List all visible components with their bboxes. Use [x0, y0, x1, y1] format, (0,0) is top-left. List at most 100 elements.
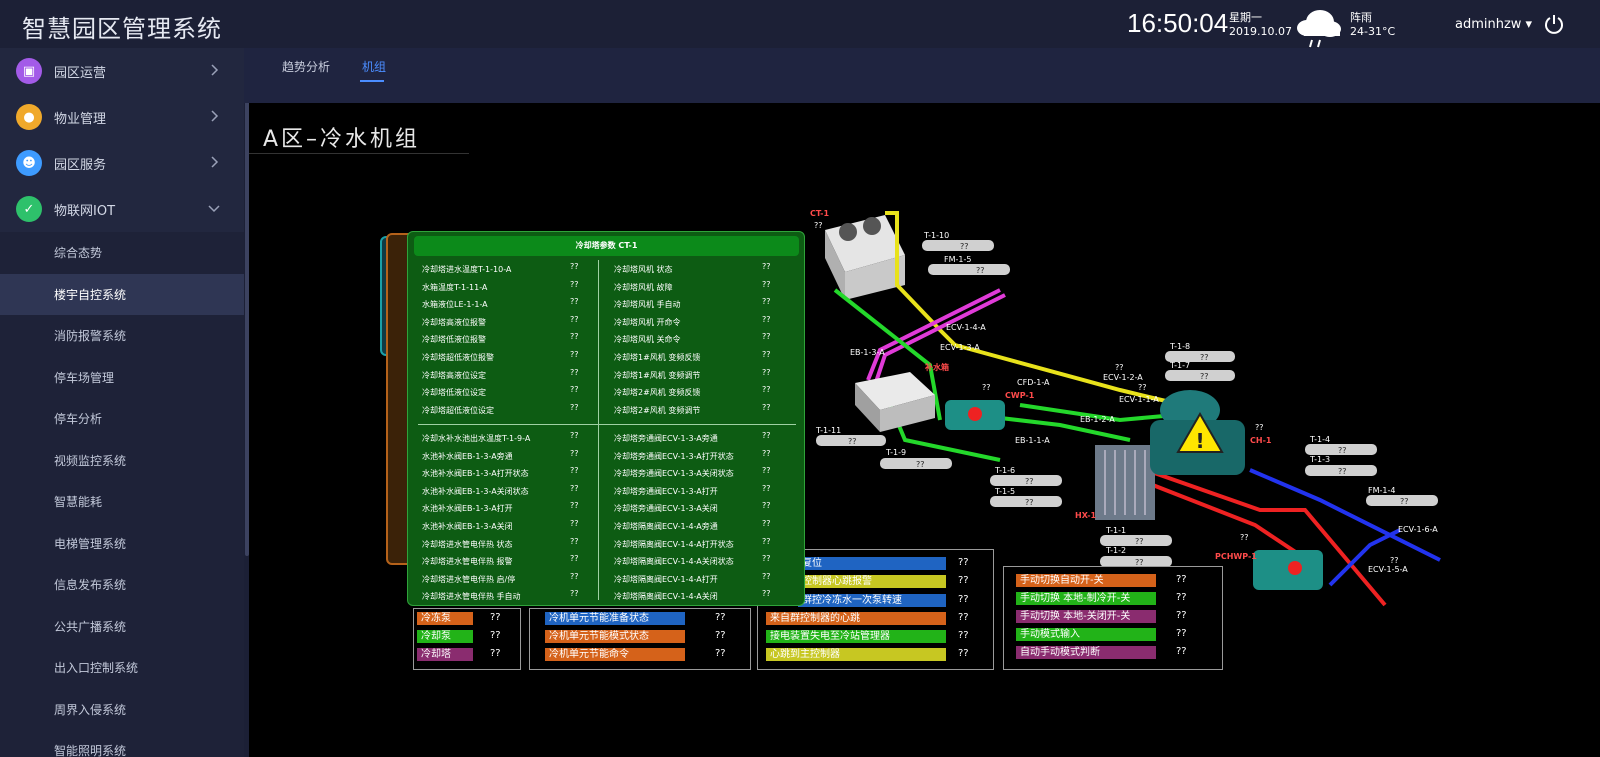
legend-pumps: 冷冻泵 ?? 冷却泵 ?? 冷却塔 ?? — [413, 608, 521, 670]
panel-param-value: ?? — [762, 402, 771, 412]
panel-param-label: 冷却水补水池出水温度T-1-9-A — [422, 434, 531, 443]
sidebar-item-parking-analysis[interactable]: 停车分析 — [0, 398, 244, 440]
svg-text:T-1-1: T-1-1 — [1105, 526, 1126, 535]
svg-text:??: ?? — [976, 266, 985, 275]
legend-item: 手动模式输入 — [1016, 628, 1156, 641]
svg-text:T-1-10: T-1-10 — [923, 231, 949, 240]
legend-item: 手动切换 本地-制冷开-关 — [1016, 592, 1156, 605]
svg-text:??: ?? — [1338, 446, 1347, 455]
panel-param-value: ?? — [570, 536, 579, 546]
svg-text:??: ?? — [1025, 498, 1034, 507]
panel-param-value: ?? — [762, 501, 771, 511]
panel-param-label: 冷却塔旁通阀ECV-1-3-A关闭 — [614, 504, 718, 514]
svg-text:??: ?? — [1138, 383, 1147, 392]
panel-param-label: 冷却塔低液位报警 — [422, 335, 486, 345]
sidebar-scrollbar[interactable] — [245, 48, 249, 556]
pipe-red — [1139, 466, 1387, 607]
panel-param-label: 水池补水阀EB-1-3-A关闭状态 — [422, 486, 529, 496]
panel-param-label: 冷却塔2#风机 变频调节 — [614, 405, 701, 415]
panel-param-value: ?? — [570, 466, 579, 476]
svg-text:ECV-1-6-A: ECV-1-6-A — [1398, 525, 1438, 534]
svg-text:??: ?? — [1200, 353, 1209, 362]
sidebar-module-property[interactable]: ● 物业管理 — [0, 94, 244, 140]
panel-param-value: ?? — [570, 483, 579, 493]
svg-text:T-1-3: T-1-3 — [1309, 455, 1330, 464]
sidebar-item-lighting[interactable]: 智能照明系统 — [0, 730, 244, 757]
pipe-green — [833, 288, 942, 421]
tab-trend-analysis[interactable]: 趋势分析 — [282, 60, 331, 74]
sidebar-item-fire-alarm[interactable]: 消防报警系统 — [0, 315, 244, 357]
module-label: 园区服务 — [54, 157, 107, 173]
panel-param-label: 冷却塔1#风机 变频调节 — [614, 370, 701, 380]
sidebar-item-parking[interactable]: 停车场管理 — [0, 356, 244, 398]
panel-param-value: ?? — [762, 385, 771, 395]
svg-text:PCHWP-1: PCHWP-1 — [1215, 552, 1257, 561]
svg-text:??: ?? — [1135, 558, 1144, 567]
active-tab-indicator — [360, 80, 384, 82]
title-divider — [249, 153, 469, 154]
pchwp-pump — [1253, 550, 1323, 590]
fan-icon — [863, 217, 881, 235]
panel-param-value: ?? — [762, 367, 771, 377]
panel-param-label: 冷却塔超低液位报警 — [422, 353, 494, 362]
sidebar-item-access[interactable]: 出入口控制系统 — [0, 647, 244, 689]
sidebar-item-broadcast[interactable]: 公共广播系统 — [0, 605, 244, 647]
legend-unit-energy: 冷机单元节能准备状态 ?? 冷机单元节能模式状态 ?? 冷机单元节能命令 ?? — [529, 608, 751, 670]
sidebar-module-park-ops[interactable]: ▣ 园区运营 — [0, 48, 244, 94]
app-title: 智慧园区管理系统 — [22, 15, 222, 43]
sidebar-module-iot[interactable]: ✓ 物联网IOT — [0, 186, 244, 232]
legend-item: 复位 — [798, 557, 946, 570]
tab-unit[interactable]: 机组 — [362, 60, 387, 74]
panel-param-value: ?? — [570, 501, 579, 511]
legend-item: 群控冷冻水一次泵转速 — [798, 594, 946, 607]
chevron-down-icon — [208, 205, 220, 213]
panel-param-value: ?? — [762, 571, 771, 581]
panel-param-value: ?? — [762, 262, 771, 271]
user-menu[interactable]: adminhzw ▾ — [1455, 17, 1533, 32]
sidebar-item-elevator[interactable]: 电梯管理系统 — [0, 522, 244, 564]
panel-param-value: ?? — [570, 402, 579, 412]
module-label: 物联网IOT — [54, 203, 116, 219]
top-bar: 智慧园区管理系统 16:50:04 星期一 2019.10.07 阵雨 24-3… — [0, 0, 1600, 48]
panel-param-value: ?? — [762, 314, 771, 324]
panel-param-label: 冷却塔隔离阀ECV-1-4-A打开 — [614, 574, 718, 584]
panel-param-label: 冷却塔进水管电伴热 启/停 — [422, 574, 516, 584]
sidebar: ▣ 园区运营 ● 物业管理 ☻ 园区服务 ✓ 物联网IOT 综合态势 楼宇自控系… — [0, 48, 244, 757]
svg-text:CT-1: CT-1 — [810, 209, 829, 218]
svg-text:T-1-11: T-1-11 — [815, 426, 841, 435]
panel-param-value: ?? — [570, 431, 579, 440]
power-icon[interactable] — [1543, 13, 1565, 35]
svg-text:T-1-9: T-1-9 — [885, 448, 906, 457]
panel-param-label: 冷却塔隔离阀ECV-1-4-A关闭状态 — [614, 557, 734, 567]
sidebar-item-perimeter[interactable]: 周界入侵系统 — [0, 688, 244, 730]
pipe-yellow — [885, 211, 957, 347]
rain-cloud-icon — [1297, 10, 1341, 48]
sidebar-item-energy[interactable]: 智慧能耗 — [0, 481, 244, 523]
panel-param-value: ?? — [762, 332, 771, 342]
weather-temperature: 24-31°C — [1350, 25, 1396, 38]
panel-param-label: 冷却塔高液位设定 — [422, 370, 486, 380]
sidebar-item-info-publish[interactable]: 信息发布系统 — [0, 564, 244, 606]
svg-text:EB-1-1-A: EB-1-1-A — [1015, 436, 1050, 445]
svg-text:T-1-4: T-1-4 — [1309, 435, 1330, 444]
panel-param-label: 冷却塔风机 手自动 — [614, 300, 681, 310]
svg-text:FM-1-4: FM-1-4 — [1368, 486, 1395, 495]
svg-text:T-1-5: T-1-5 — [994, 487, 1015, 496]
svg-text:??: ?? — [1025, 477, 1034, 486]
sidebar-item-overview[interactable]: 综合态势 — [0, 232, 244, 274]
park-ops-icon: ▣ — [16, 58, 42, 84]
legend-item: 手动切换 本地-关闭开-关 — [1016, 610, 1156, 623]
chiller-plant-diagram: ! CT-1 ?? T-1-10 FM-1-5 ECV-1-4-A ECV-1-… — [810, 209, 1441, 607]
module-label: 物业管理 — [54, 111, 107, 127]
svg-text:ECV-1-2-A: ECV-1-2-A — [1103, 373, 1143, 382]
pump-status-icon — [1288, 561, 1302, 575]
sidebar-item-video[interactable]: 视频监控系统 — [0, 439, 244, 481]
sidebar-module-services[interactable]: ☻ 园区服务 — [0, 140, 244, 186]
legend-controller: 复位 ?? 控制器心跳报警 ?? 群控冷冻水一次泵转速 ?? 来自群控制器的心跳… — [757, 549, 994, 670]
svg-text:??: ?? — [1390, 556, 1399, 565]
makeup-tank-side — [880, 395, 935, 432]
sidebar-item-bas[interactable]: 楼宇自控系统 — [0, 273, 244, 315]
legend-item: 冷机单元节能准备状态 — [545, 612, 685, 625]
svg-text:T-1-6: T-1-6 — [994, 466, 1015, 475]
robot-icon: ☻ — [16, 150, 42, 176]
